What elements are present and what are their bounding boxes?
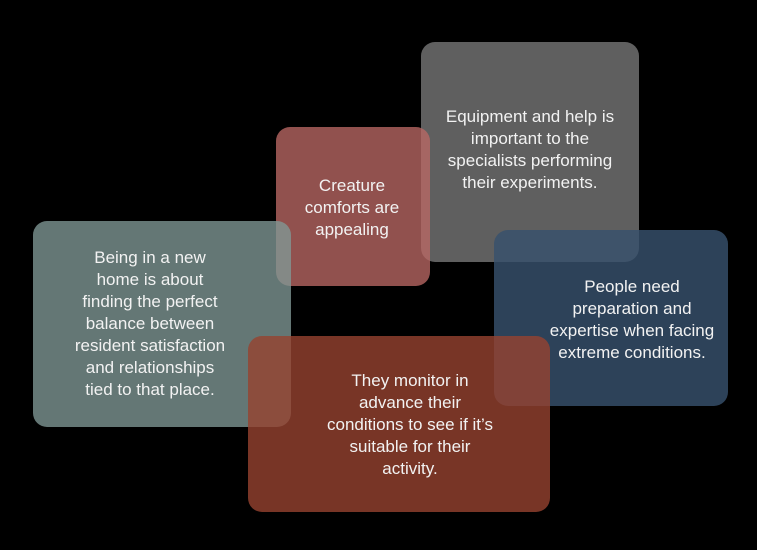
people-preparation-box: People need preparation and expertise wh… (494, 230, 728, 406)
equipment-text: Equipment and help is important to the s… (445, 107, 615, 192)
new-home-box: Being in a new home is about finding the… (33, 221, 291, 427)
creature-comforts-text: Creature comforts are appealing (304, 176, 400, 239)
monitor-conditions-text: They monitor in advance their conditions… (327, 371, 493, 478)
creature-comforts-box: Creature comforts are appealing (276, 127, 430, 286)
people-preparation-text: People need preparation and expertise wh… (549, 277, 715, 362)
monitor-conditions-box: They monitor in advance their conditions… (248, 336, 550, 512)
new-home-text: Being in a new home is about finding the… (74, 248, 226, 399)
equipment-box: Equipment and help is important to the s… (421, 42, 639, 262)
